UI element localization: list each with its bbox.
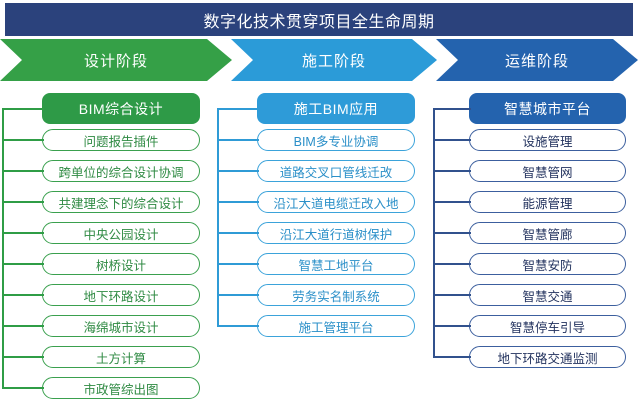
- list-item[interactable]: 智慧安防: [469, 253, 626, 275]
- connector-branch: [433, 139, 471, 141]
- list-item-label: 劳务实名制系统: [292, 289, 380, 304]
- list-item-label: 智慧安防: [522, 258, 573, 273]
- connector-branch: [217, 139, 259, 141]
- column-construction-header[interactable]: 施工BIM应用: [257, 93, 415, 124]
- list-item[interactable]: 市政管综出图: [42, 377, 200, 399]
- phase-arrow-design-label: 设计阶段: [83, 52, 148, 70]
- list-item-label: 智慧管网: [522, 165, 573, 180]
- list-item-label: 能源管理: [522, 196, 573, 211]
- connector-branch: [2, 356, 44, 358]
- list-item[interactable]: BIM多专业协调: [257, 129, 415, 151]
- list-item[interactable]: 共建理念下的综合设计: [42, 191, 200, 213]
- list-item[interactable]: 树桥设计: [42, 253, 200, 275]
- connector-branch: [217, 201, 259, 203]
- connector-spine-operation: [433, 108, 435, 357]
- connector-branch: [217, 170, 259, 172]
- list-item-label: 施工管理平台: [298, 320, 374, 335]
- connector-branch: [217, 108, 259, 110]
- phase-arrow-row: 设计阶段 施工阶段 运维阶段: [0, 39, 638, 81]
- connector-branch: [2, 325, 44, 327]
- list-item-label: 沿江大道电缆迁改入地: [273, 196, 399, 211]
- column-construction-header-label: 施工BIM应用: [293, 100, 379, 117]
- connector-branch: [2, 139, 44, 141]
- list-item-label: BIM多专业协调: [293, 134, 379, 149]
- list-item-label: 智慧交通: [522, 289, 573, 304]
- phase-arrow-operation-label: 运维阶段: [504, 52, 569, 70]
- connector-branch: [2, 263, 44, 265]
- list-item-label: 沿江大道行道树保护: [279, 227, 393, 242]
- list-item[interactable]: 智慧停车引导: [469, 315, 626, 337]
- connector-branch: [433, 325, 471, 327]
- phase-arrow-construction[interactable]: 施工阶段: [231, 39, 437, 81]
- list-item[interactable]: 沿江大道行道树保护: [257, 222, 415, 244]
- list-item[interactable]: 道路交叉口管线迁改: [257, 160, 415, 182]
- list-item-label: 树桥设计: [95, 258, 146, 273]
- list-item-label: 问题报告插件: [83, 134, 159, 149]
- connector-branch: [433, 263, 471, 265]
- column-operation-header-label: 智慧城市平台: [504, 100, 591, 117]
- list-item[interactable]: 能源管理: [469, 191, 626, 213]
- list-item[interactable]: 海绵城市设计: [42, 315, 200, 337]
- list-item[interactable]: 施工管理平台: [257, 315, 415, 337]
- phase-arrow-design[interactable]: 设计阶段: [0, 39, 232, 81]
- list-item[interactable]: 沿江大道电缆迁改入地: [257, 191, 415, 213]
- phase-arrow-construction-label: 施工阶段: [301, 52, 366, 70]
- connector-branch: [433, 356, 471, 358]
- connector-branch: [217, 232, 259, 234]
- column-design-header[interactable]: BIM综合设计: [42, 93, 200, 124]
- list-item-label: 地下环路设计: [83, 289, 159, 304]
- connector-branch: [433, 170, 471, 172]
- list-item[interactable]: 智慧管网: [469, 160, 626, 182]
- list-item-label: 土方计算: [95, 351, 146, 366]
- connector-branch: [2, 170, 44, 172]
- list-item[interactable]: 智慧工地平台: [257, 253, 415, 275]
- list-item[interactable]: 中央公园设计: [42, 222, 200, 244]
- list-item[interactable]: 地下环路设计: [42, 284, 200, 306]
- list-item[interactable]: 智慧交通: [469, 284, 626, 306]
- phase-arrow-operation[interactable]: 运维阶段: [436, 39, 638, 81]
- list-item[interactable]: 问题报告插件: [42, 129, 200, 151]
- column-operation-header[interactable]: 智慧城市平台: [469, 93, 626, 124]
- list-item[interactable]: 跨单位的综合设计协调: [42, 160, 200, 182]
- column-design-header-label: BIM综合设计: [78, 100, 164, 117]
- list-item[interactable]: 设施管理: [469, 129, 626, 151]
- connector-spine-design: [2, 108, 4, 388]
- list-item-label: 智慧管廊: [522, 227, 573, 242]
- list-item[interactable]: 土方计算: [42, 346, 200, 368]
- list-item-label: 智慧停车引导: [509, 320, 585, 335]
- list-item-label: 共建理念下的综合设计: [58, 196, 184, 211]
- connector-branch: [217, 294, 259, 296]
- list-item-label: 设施管理: [522, 134, 573, 149]
- connector-branch: [2, 201, 44, 203]
- connector-branch: [433, 232, 471, 234]
- connector-branch: [2, 108, 44, 110]
- connector-spine-construction: [217, 108, 219, 326]
- list-item[interactable]: 劳务实名制系统: [257, 284, 415, 306]
- list-item-label: 市政管综出图: [83, 382, 159, 397]
- list-item-label: 地下环路交通监测: [497, 351, 598, 366]
- connector-branch: [2, 294, 44, 296]
- connector-branch: [217, 325, 259, 327]
- list-item-label: 海绵城市设计: [83, 320, 159, 335]
- diagram-title-bar: 数字化技术贯穿项目全生命周期: [5, 3, 633, 36]
- connector-branch: [433, 294, 471, 296]
- list-item-label: 跨单位的综合设计协调: [58, 165, 184, 180]
- connector-branch: [433, 108, 471, 110]
- connector-branch: [217, 263, 259, 265]
- connector-branch: [2, 387, 44, 389]
- list-item-label: 智慧工地平台: [298, 258, 374, 273]
- list-item-label: 中央公园设计: [83, 227, 159, 242]
- list-item-label: 道路交叉口管线迁改: [279, 165, 393, 180]
- connector-branch: [2, 232, 44, 234]
- diagram-title: 数字化技术贯穿项目全生命周期: [203, 13, 435, 31]
- list-item[interactable]: 智慧管廊: [469, 222, 626, 244]
- list-item[interactable]: 地下环路交通监测: [469, 346, 626, 368]
- connector-branch: [433, 201, 471, 203]
